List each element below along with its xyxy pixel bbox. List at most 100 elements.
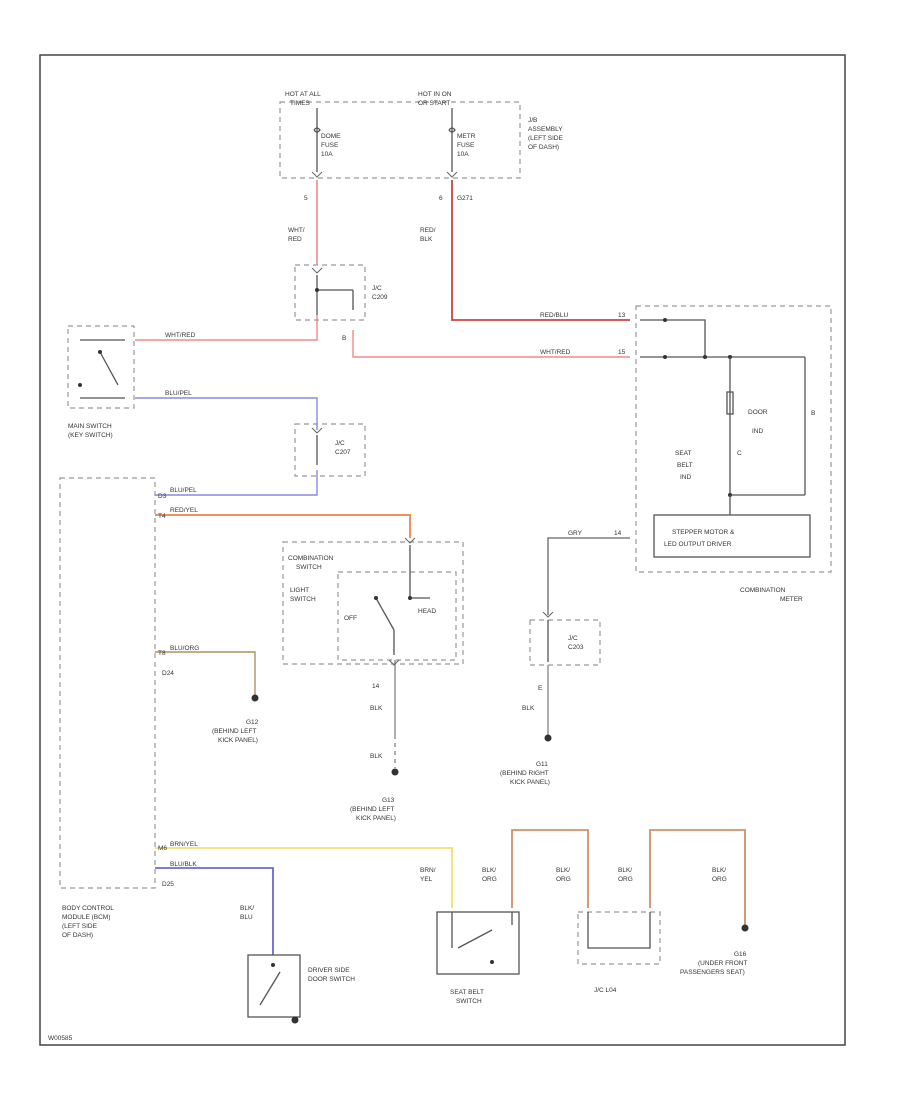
- driver-door-switch-label-2: DOOR SWITCH: [308, 976, 355, 983]
- combination-switch-outline: [282, 541, 464, 665]
- main-switch: MAIN SWITCH (KEY SWITCH): [67, 325, 135, 439]
- ground-g16-label-1: G16: [734, 951, 747, 958]
- wire-label-blk-blu-1: BLK/: [240, 905, 254, 912]
- combination-switch-conn: [404, 537, 416, 544]
- wire-label-blk-blu-2: BLU: [240, 914, 253, 921]
- driver-door-switch-box: [247, 954, 301, 1018]
- meter-line-a: [640, 319, 706, 357]
- wire-label-gray: GRY: [568, 530, 583, 537]
- fuse1-connector: [311, 171, 323, 178]
- ground-g16-symbol: [741, 924, 749, 932]
- wire-label-wht-red-meter: WHT/RED: [540, 349, 571, 356]
- combination-switch-label-1: COMBINATION: [288, 555, 334, 562]
- fuse2-word: FUSE: [457, 142, 475, 149]
- combination-meter-label-1: COMBINATION: [740, 587, 786, 594]
- fuse1-pin: 5: [304, 195, 308, 202]
- light-switch-contact: [375, 597, 395, 631]
- junction-c207-conn-top: [311, 427, 323, 434]
- junction-c207: J/C C207: [294, 423, 366, 477]
- meter-pin-c: C: [737, 450, 742, 457]
- junction-c207-label-2: C207: [335, 449, 351, 456]
- wire-label-blk-2: BLK: [370, 753, 383, 760]
- junction-c209-conn-top: [311, 267, 323, 274]
- diagram-frame: [39, 54, 846, 1046]
- wire-label-wht-red-top-1: WHT/: [288, 227, 305, 234]
- wire-brn-yel: [155, 847, 453, 908]
- combination-meter-outline: [635, 305, 832, 573]
- meter-seat-belt-ind-1: SEAT: [675, 450, 692, 457]
- fuse-box: HOT AT ALL TIMES HOT IN ON OR START DOME…: [279, 91, 564, 202]
- light-switch-label-1: LIGHT: [290, 587, 309, 594]
- stepper-motor-label-1: STEPPER MOTOR &: [672, 529, 735, 536]
- junction-c203-label-2: C203: [568, 644, 584, 651]
- fuse-box-location-3: (LEFT SIDE: [528, 135, 564, 142]
- ground-g13-label-3: KICK PANEL): [356, 815, 396, 822]
- wire-label-blk-org-4b: ORG: [712, 876, 727, 883]
- junction-l04: J/C L04: [577, 911, 661, 994]
- hot-in-on-line2: OR START: [418, 100, 450, 107]
- ground-g11-symbol: [544, 734, 552, 742]
- stepper-motor-label-2: LED OUTPUT DRIVER: [664, 541, 732, 548]
- junction-c209: J/C C209 B: [294, 264, 388, 342]
- main-switch-node-top: [98, 350, 102, 354]
- hot-at-all-times-line2: TIMES: [290, 100, 311, 107]
- main-switch-node-bottom: [78, 383, 82, 387]
- hot-at-all-times-line1: HOT AT ALL: [285, 91, 321, 98]
- driver-door-switch-label-1: DRIVER SIDE: [308, 967, 350, 974]
- wire-label-blk-org-3b: ORG: [618, 876, 633, 883]
- stepper-motor-box: [653, 514, 811, 558]
- junction-c203: J/C C203 E: [529, 611, 601, 692]
- bcm-pin-m6: M6: [158, 845, 167, 852]
- wire-label-brn-yel-seat-1: BRN/: [420, 867, 436, 874]
- junction-l04-outline: [577, 911, 661, 965]
- junction-c207-label-1: J/C: [335, 440, 345, 447]
- ground-g12-label-3: KICK PANEL): [218, 737, 258, 744]
- combination-meter-label-2: METER: [780, 596, 803, 603]
- ground-g13-label-1: G13: [382, 797, 395, 804]
- light-switch-node-head: [408, 596, 412, 600]
- seat-belt-switch: SEAT BELT SWITCH: [436, 911, 520, 1005]
- seat-belt-switch-node: [490, 960, 494, 964]
- ground-g12-symbol: [251, 694, 259, 702]
- ground-g11: G11 (BEHIND RIGHT KICK PANEL): [500, 734, 552, 786]
- light-switch-node-off: [374, 596, 378, 600]
- bcm-pin-t8: T8: [158, 650, 166, 657]
- bcm-outline: [59, 477, 156, 889]
- bcm-pin-d25: D25: [162, 881, 174, 888]
- wire-label-blu-left: BLU/PEL: [165, 390, 192, 397]
- ground-g12-label-2: (BEHIND LEFT: [212, 728, 256, 735]
- wire-label-blk-org-3a: BLK/: [618, 867, 632, 874]
- wire-label-blk-1: BLK: [370, 705, 383, 712]
- light-switch-label-2: SWITCH: [290, 596, 316, 603]
- ground-g13-label-2: (BEHIND LEFT: [350, 806, 394, 813]
- junction-l04-bus: [587, 912, 651, 949]
- combination-switch-label-2: SWITCH: [296, 564, 322, 571]
- combination-meter: 13 15 C B DOOR IND SEAT BELT IND STEPPER…: [614, 305, 832, 603]
- wire-label-red-yel: RED/YEL: [170, 507, 198, 514]
- wire-label-blk-3: BLK: [522, 705, 535, 712]
- meter-node-c: [703, 355, 707, 359]
- junction-c209-label-2: C209: [372, 294, 388, 301]
- junction-c203-pin-e: E: [538, 685, 543, 692]
- fuse2-pin: 6: [439, 195, 443, 202]
- ground-g13-symbol: [391, 768, 399, 776]
- junction-c203-label-1: J/C: [568, 635, 578, 642]
- fuse1-symbol: [313, 127, 321, 133]
- main-switch-contact: [99, 351, 119, 386]
- meter-pin-b: 15: [618, 349, 626, 356]
- meter-node-b: [663, 355, 667, 359]
- fuse2-rating: 10A: [457, 151, 469, 158]
- wire-label-blk-org-2a: BLK/: [556, 867, 570, 874]
- driver-door-switch: DRIVER SIDE DOOR SWITCH: [247, 954, 355, 1024]
- wire-label-red-blk-top-2: BLK: [420, 236, 433, 243]
- junction-c203-outline: [529, 619, 601, 666]
- ground-g16-label-3: PASSENGERS SEAT): [680, 969, 745, 976]
- meter-pin-a: 13: [618, 312, 626, 319]
- main-switch-label-2: (KEY SWITCH): [68, 432, 113, 439]
- wire-label-blk-org-4a: BLK/: [712, 867, 726, 874]
- seat-belt-switch-label-2: SWITCH: [456, 998, 482, 1005]
- meter-pin-b-side: B: [811, 410, 815, 417]
- wire-label-brn-yel: BRN/YEL: [170, 841, 198, 848]
- driver-door-switch-contact: [259, 971, 281, 1006]
